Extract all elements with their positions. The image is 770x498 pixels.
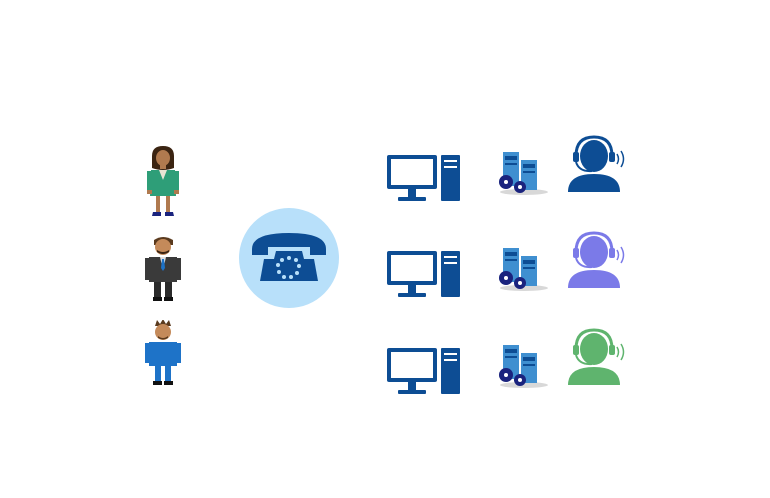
headset-agent-icon <box>565 230 629 292</box>
desktop-computer-icon <box>386 154 462 204</box>
server-gears-icon <box>494 343 550 389</box>
server-gears-icon <box>494 246 550 292</box>
headset-agent-icon <box>565 327 629 389</box>
server-gears-icon <box>494 150 550 196</box>
woman-caller-icon <box>143 146 183 218</box>
man-in-blue-caller-icon <box>143 320 183 388</box>
man-in-suit-caller-icon <box>143 236 183 302</box>
headset-agent-icon <box>565 134 629 196</box>
rotary-telephone-icon <box>238 207 340 309</box>
desktop-computer-icon <box>386 347 462 397</box>
desktop-computer-icon <box>386 250 462 300</box>
